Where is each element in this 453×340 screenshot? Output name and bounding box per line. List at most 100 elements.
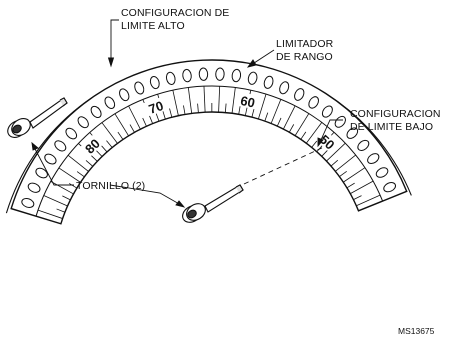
- scale-tick: [353, 195, 362, 200]
- scale-tick: [343, 167, 366, 183]
- setting-hole: [119, 88, 130, 102]
- figure-id: MS13675: [398, 326, 435, 336]
- scale-tick: [142, 117, 147, 127]
- range-limiter-label: LIMITADOR DE RANGO: [276, 38, 336, 63]
- scale-tick: [95, 149, 103, 157]
- setting-hole: [44, 153, 57, 165]
- scale-tick: [350, 180, 374, 195]
- setting-hole: [35, 167, 48, 179]
- setting-hole: [357, 139, 370, 152]
- scale-number-backdrop: [235, 91, 261, 110]
- scale-tick: [128, 105, 141, 130]
- scale-number-backdrop: [142, 96, 169, 117]
- setting-hole: [231, 68, 242, 83]
- scale-tick: [238, 105, 241, 115]
- setting-hole: [21, 197, 35, 208]
- scale-tick: [270, 99, 282, 124]
- setting-hole: [134, 81, 145, 95]
- scale-number: 60: [239, 93, 256, 111]
- setting-hole: [54, 140, 67, 152]
- scale-number-backdrop: [79, 132, 105, 159]
- screws-label: TORNILLO (2): [76, 180, 145, 192]
- scale-tick: [169, 108, 173, 118]
- scale-tick: [321, 149, 329, 157]
- scale-number: 70: [147, 98, 166, 117]
- scale-number-backdrop: [314, 128, 341, 154]
- scale-tick: [339, 170, 347, 177]
- scale-tick: [356, 194, 381, 207]
- scale-tick: [43, 195, 68, 207]
- scale-tick: [101, 122, 118, 144]
- setting-hole: [65, 127, 78, 140]
- scale-tick: [76, 171, 85, 178]
- scale-tick: [187, 87, 193, 114]
- scale-tick: [129, 124, 135, 133]
- scale-tick: [37, 209, 63, 219]
- scale-tick: [197, 103, 199, 113]
- scale-tick: [251, 108, 255, 118]
- low-limit-label: CONFIGURACION DE LIMITE BAJO: [350, 108, 444, 133]
- setting-hole: [90, 105, 102, 119]
- scale-tick: [276, 117, 282, 127]
- scale-tick: [264, 112, 269, 122]
- screw-lower: [182, 184, 244, 223]
- high-limit-label: CONFIGURACION DE LIMITE ALTO: [121, 7, 232, 32]
- scale-tick: [305, 122, 323, 144]
- scale-tick: [56, 208, 66, 213]
- scale-tick: [224, 103, 227, 113]
- scale-tick: [300, 131, 307, 140]
- scale-tick: [283, 105, 296, 130]
- scale-tick: [183, 105, 186, 115]
- scale-tick: [50, 181, 74, 195]
- scale-tick: [68, 183, 78, 189]
- setting-hole: [383, 182, 397, 193]
- setting-hole: [308, 96, 320, 109]
- scale-tick: [67, 154, 89, 172]
- setting-hole: [215, 67, 225, 81]
- scale-tick: [335, 154, 356, 172]
- scale-tick: [58, 167, 81, 183]
- setting-hole: [334, 115, 346, 128]
- scale-tick: [258, 93, 267, 120]
- setting-hole: [27, 182, 41, 193]
- setting-hole: [77, 116, 89, 129]
- screw-alignment-line: [243, 145, 327, 185]
- scale-tick: [288, 124, 295, 133]
- setting-hole: [294, 88, 305, 101]
- setting-hole: [367, 153, 380, 165]
- scale-tick: [326, 142, 346, 162]
- setting-hole: [375, 167, 389, 178]
- scale-tick: [172, 90, 179, 116]
- setting-hole: [263, 75, 274, 89]
- setting-hole: [247, 71, 258, 85]
- screw-upper: [7, 97, 68, 138]
- scale-tick: [155, 112, 160, 122]
- scale-tick: [62, 195, 71, 201]
- low-limit-leader: [319, 119, 343, 143]
- scale-tick: [294, 113, 310, 136]
- scale-tick: [85, 160, 94, 167]
- screws-leader: [33, 146, 74, 186]
- setting-hole: [104, 96, 116, 109]
- arc-band: [10, 59, 408, 225]
- scale-tick: [231, 87, 236, 114]
- high-limit-leader: [110, 19, 119, 62]
- scale-tick: [346, 182, 355, 189]
- scale-tick: [330, 159, 339, 167]
- scale-tick: [218, 86, 221, 113]
- setting-hole: [182, 68, 192, 83]
- scale-tick: [311, 140, 318, 148]
- setting-hole: [321, 105, 333, 118]
- scale-tick: [106, 140, 113, 148]
- setting-hole: [149, 75, 160, 90]
- scale-tick: [203, 86, 206, 113]
- setting-hole: [198, 67, 209, 81]
- setting-hole: [165, 71, 176, 86]
- scale-tick: [117, 131, 124, 140]
- range-limiter-arc: [5, 59, 412, 225]
- scale-tick: [114, 113, 129, 137]
- setting-holes: [21, 67, 397, 208]
- setting-hole: [346, 127, 359, 139]
